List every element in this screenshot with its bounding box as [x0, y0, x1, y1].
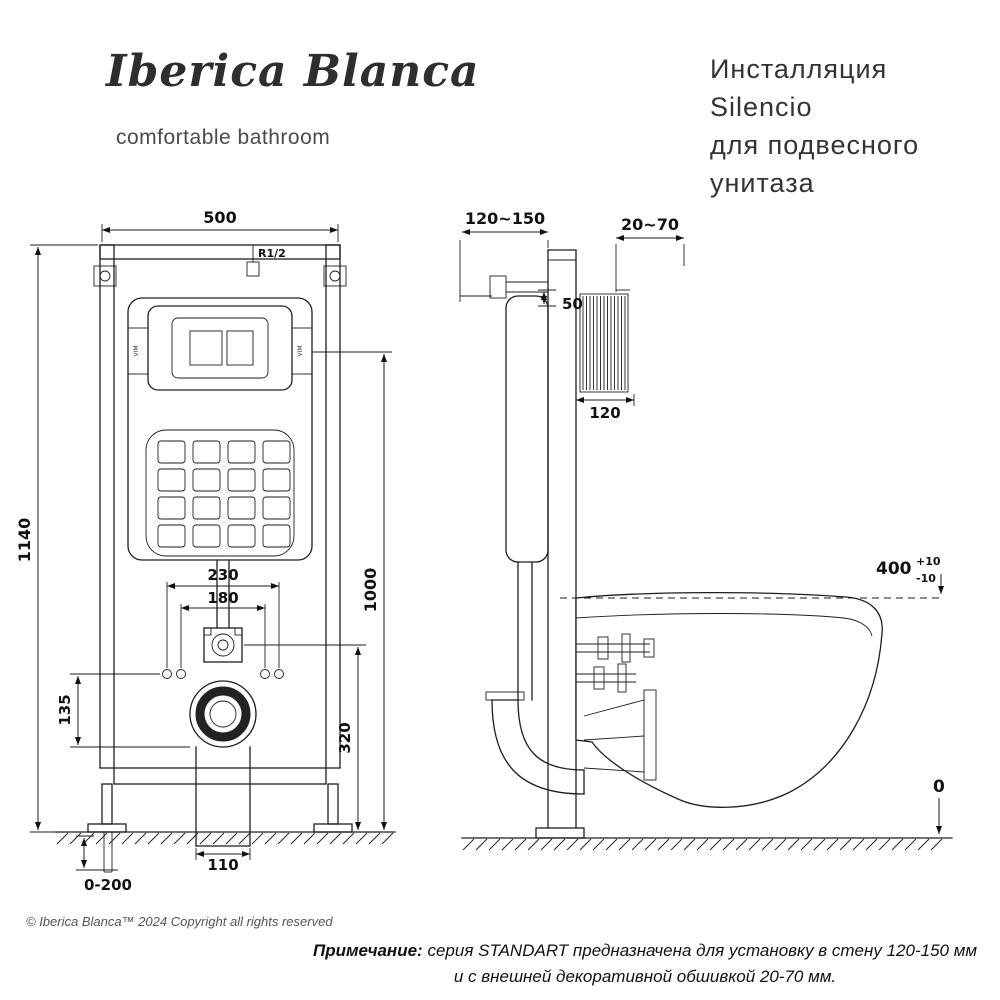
footer-note-label: Примечание:: [312, 941, 423, 960]
brand-logo: Iberica Blanca: [106, 46, 480, 97]
product-title: Инсталляция Silencio для подвесного унит…: [710, 50, 919, 202]
brand-tagline: comfortable bathroom: [116, 126, 331, 149]
side-view-bowl: [560, 591, 944, 808]
grid-cell: [157, 440, 186, 464]
dim-outlet-110: 110: [207, 856, 238, 874]
grid-cell: [262, 440, 291, 464]
dim-panel-20-70: 20~70: [621, 215, 679, 234]
grid-cell: [227, 468, 256, 492]
floor-hatch-right: [462, 838, 943, 851]
footer-note-text1: серия STANDART предназначена для установ…: [427, 941, 978, 960]
grid-cell: [157, 524, 186, 548]
footer-note: Примечание: серия STANDART предназначена…: [295, 938, 995, 990]
dim-stud-180: 180: [207, 589, 238, 607]
clip-label-right: VIM: [297, 345, 304, 356]
dim-bowl-400: 400: [876, 559, 912, 579]
copyright-text: © Iberica Blanca™ 2024 Copyright all rig…: [26, 914, 333, 929]
grid-cell: [262, 468, 291, 492]
dim-height-1140: 1140: [15, 518, 34, 563]
product-title-line4: унитаза: [710, 168, 815, 198]
grid-cell: [262, 524, 291, 548]
front-dimensions: 500 R1/2 1140 1000 320 230 180 135: [15, 208, 392, 894]
grid-cell: [157, 468, 186, 492]
grid-cell: [192, 524, 221, 548]
dim-bowl-tol-plus: +10: [916, 555, 941, 568]
dim-offset-135: 135: [56, 694, 74, 725]
dim-gap-50: 50: [562, 295, 583, 313]
dim-width-500: 500: [203, 208, 236, 227]
side-dimensions: 120~150 20~70 50 120 400 +10 -10 0: [462, 209, 945, 834]
front-view-pipes: [162, 559, 284, 847]
product-title-line1: Инсталляция: [710, 54, 888, 84]
front-view-frame: [87, 244, 353, 873]
side-floor: [461, 837, 953, 851]
grid-cell: [192, 440, 221, 464]
grid-cell: [157, 496, 186, 520]
grid-cell: [192, 468, 221, 492]
dim-bowl-tol-minus: -10: [916, 572, 936, 585]
footer-note-line1: Примечание: серия STANDART предназначена…: [295, 938, 995, 964]
dim-plate-1000: 1000: [361, 568, 380, 613]
panel-corrugation: [582, 296, 626, 390]
grid-cell: [192, 496, 221, 520]
front-floor: [54, 831, 396, 845]
floor-hatch-left: [56, 832, 394, 845]
dim-floor-0: 0: [933, 777, 945, 797]
side-view-pipes: [485, 561, 585, 795]
dim-depth-120: 120: [589, 404, 620, 422]
front-view-cistern: VIM VIM: [127, 297, 313, 561]
grid-cell: [227, 440, 256, 464]
footer-note-text2: и с внешней декоративной обшивкой 20-70 …: [453, 967, 837, 986]
dim-wall-120-150: 120~150: [465, 209, 545, 228]
grid-cell: [227, 524, 256, 548]
dim-legs-0-200: 0-200: [84, 876, 132, 894]
grid-cell: [262, 496, 291, 520]
grid-cell: [227, 496, 256, 520]
product-title-line2: Silencio: [710, 92, 813, 122]
product-title-line3: для подвесного: [710, 130, 920, 160]
clip-label-left: VIM: [133, 345, 140, 356]
access-grid: [157, 440, 291, 548]
dim-drain-320: 320: [336, 722, 354, 753]
label-inlet-r12: R1/2: [258, 247, 286, 260]
dim-stud-230: 230: [207, 566, 238, 584]
